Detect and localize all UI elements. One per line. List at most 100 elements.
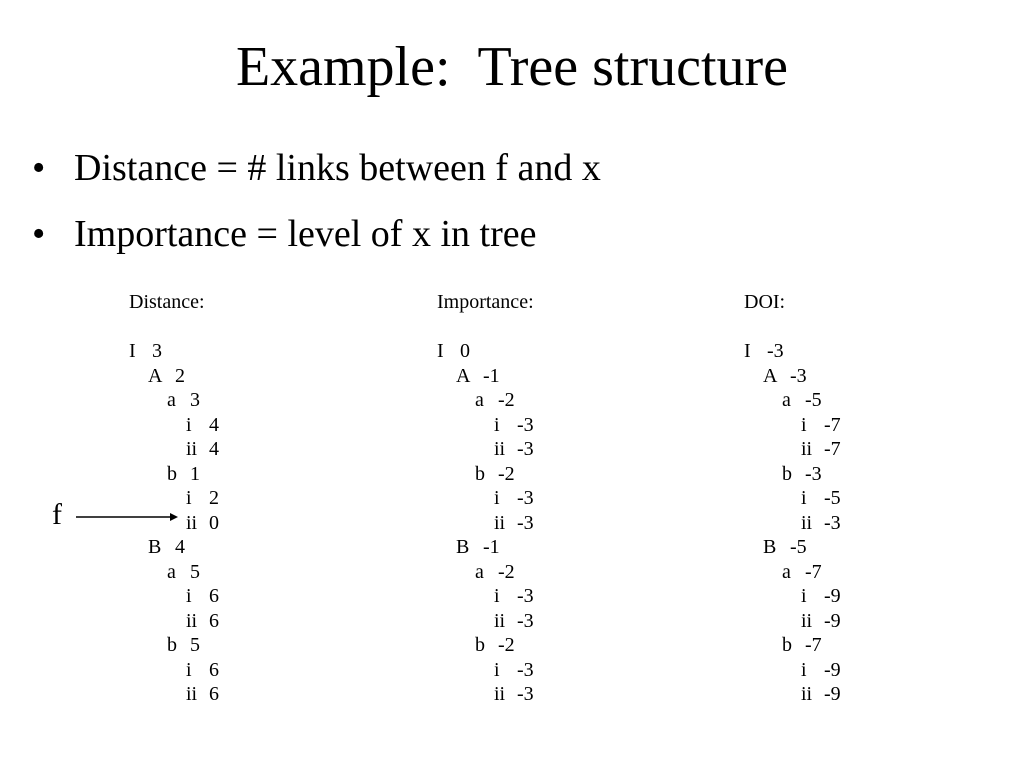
tree-node-label: a [167,560,176,583]
tree-node-value: -9 [824,658,841,681]
tree-node: B-5 [744,535,807,560]
tree-node-label: a [782,389,791,411]
tree-node: a -7 [744,560,822,585]
tree-node-label: i [186,413,192,436]
tree-node-label: i [186,585,192,607]
tree-node-label: ii [801,438,813,460]
tree-node: ii -3 [437,682,534,707]
tree-node-label: i [801,658,807,681]
tree-node-value: -9 [824,683,841,705]
tree-node: ii -3 [437,437,534,462]
tree-node-label: i [801,413,807,436]
tree-node-value: -1 [483,364,500,387]
tree-node: i -7 [744,413,841,438]
tree-node-label: ii [494,438,506,460]
tree-node-label: i [801,585,807,607]
tree-node-value: -2 [498,560,515,583]
tree-node-label: b [475,634,485,656]
tree-node: A -3 [744,364,807,389]
tree-node-value: -5 [824,487,841,509]
tree-node: i-3 [437,658,534,683]
tree-node: i -9 [744,658,841,683]
tree-node-label: a [475,389,484,411]
tree-node-label: B [763,536,777,558]
tree-node-label: ii [186,683,198,705]
tree-node-value: 4 [209,438,219,460]
tree-node-value: 2 [175,364,185,387]
tree-node: i-3 [437,486,534,511]
tree-node-label: b [167,462,177,485]
bullet-dot: • [32,213,46,255]
tree-node-value: -3 [517,683,534,705]
tree-node-label: a [782,560,791,583]
tree-node-label: I [129,340,136,362]
focus-node-label: f [52,498,62,531]
tree-node-label: ii [186,511,198,534]
tree-node-label: i [494,585,500,607]
tree-node: b-2 [437,462,534,487]
tree-node-value: -3 [767,340,784,362]
tree-node-value: -7 [824,413,841,436]
tree-node-label: ii [801,511,813,534]
tree-node-value: -7 [805,634,822,656]
tree-node-value: -3 [517,438,534,460]
tree-node-label: a [167,389,176,411]
bullet-text: Importance = level of x in tree [74,213,537,255]
tree-node-label: ii [494,609,506,632]
slide-title: Example: Tree structure [235,36,789,98]
tree-node-value: -3 [790,364,807,387]
tree-node: ii -9 [744,609,841,634]
tree-node-value: -9 [824,609,841,632]
tree-node-label: i [186,658,192,681]
tree-node-value: -9 [824,585,841,607]
tree-node-label: ii [801,683,813,705]
tree-node-value: -3 [824,511,841,534]
bullet-dot: • [32,147,46,189]
tree-node: a-5 [744,388,822,413]
tree-node: ii -3 [744,511,841,536]
tree-node: i -3 [437,413,534,438]
tree-node-value: 4 [175,536,185,558]
tree-node-value: -2 [498,389,515,411]
tree-node-label: A [456,364,471,387]
tree-node-label: I [744,340,751,362]
column-header: DOI: [744,291,786,313]
tree-node-value: -7 [805,560,822,583]
tree-node-label: ii [494,683,506,705]
tree-node-label: B [456,536,470,558]
tree-node: i -3 [437,584,534,609]
tree-node: b -3 [744,462,822,487]
tree-node: ii-7 [744,437,841,462]
tree-node-value: -3 [805,462,822,485]
bullet-item: •Distance = # links between f and x [32,146,601,190]
tree-node-label: ii [186,609,198,632]
tree-node: ii-3 [437,609,534,634]
tree-node: b-2 [437,633,534,658]
tree-node-label: i [494,413,500,436]
tree-node-label: b [782,462,792,485]
tree-node-value: -3 [517,413,534,436]
tree-node-value: 2 [209,487,219,509]
tree-node-label: ii [494,511,506,534]
tree-node-label: ii [801,609,813,632]
tree-node-value: -2 [498,462,515,485]
tree-node-label: B [148,536,162,558]
bullet-item: • Importance = level of x in tree [32,212,601,256]
tree-node-label: A [763,364,778,387]
tree-node-label: i [186,487,192,509]
tree-node-value: 6 [209,585,219,607]
tree-node-value: -3 [517,585,534,607]
tree-node: B-1 [437,535,534,560]
